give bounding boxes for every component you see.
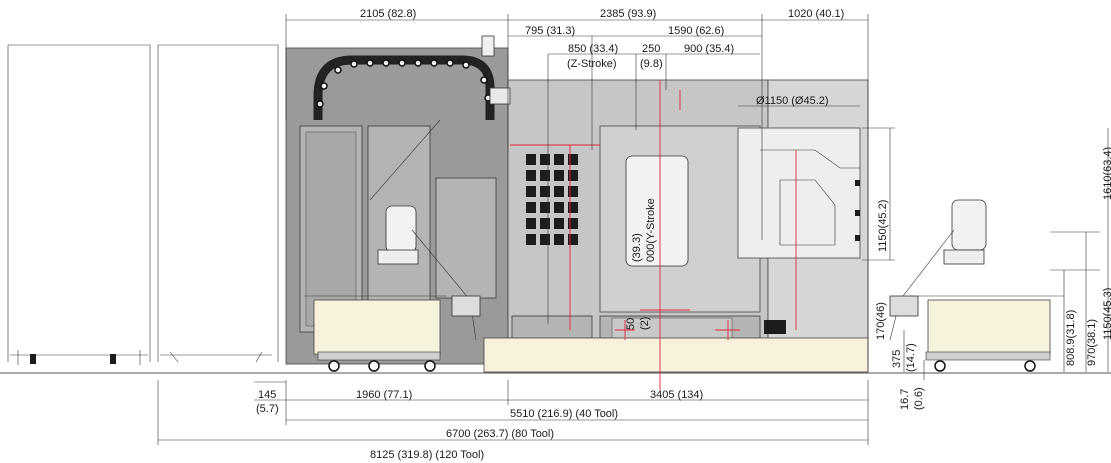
dim-2385: 2385 (93.9) (600, 8, 656, 20)
dim-5510: 5510 (216.9) (40 Tool) (510, 408, 618, 420)
dim-chuck-diameter: Ø1150 (Ø45.2) (756, 95, 829, 107)
dim-375: 375 (891, 350, 903, 368)
vent-grid (526, 154, 578, 245)
dim-2105: 2105 (82.8) (360, 8, 416, 20)
dim-1150-45-2: 1150(45.2) (877, 200, 889, 252)
dim-808-9: 808.9(31.8) (1065, 310, 1077, 366)
bottom-dimension-lines (157, 380, 869, 445)
dim-0-6: (0.6) (913, 387, 925, 410)
top-dimension-lines (285, 14, 869, 372)
dim-850: 850 (33.4) (568, 43, 618, 55)
dim-1020: 1020 (40.1) (788, 8, 844, 20)
cable-carrier-links (316, 59, 492, 108)
dim-145: 145 (258, 389, 276, 401)
dim-8125: 8125 (319.8) (120 Tool) (370, 449, 484, 461)
dim-3405: 3405 (134) (650, 389, 703, 401)
dim-50: 50 (625, 318, 637, 330)
dim-1610: 1610(63.4) (1102, 147, 1111, 200)
dim-900: 900 (35.4) (684, 43, 734, 55)
dimension-labels: 2105 (82.8) 2385 (93.9) 1020 (40.1) 795 … (256, 8, 1111, 461)
dim-970: 970(38.1) (1086, 319, 1098, 366)
dim-6700: 6700 (263.7) (80 Tool) (446, 428, 554, 440)
dim-1150-45-3: 1150(45.3) (1102, 288, 1111, 340)
dim-5-7: (5.7) (256, 403, 279, 415)
centerlines (510, 80, 797, 390)
dim-2: (2) (639, 317, 651, 330)
machine-bed (483, 337, 869, 373)
dim-170: 170(46) (875, 302, 887, 340)
vertical-dimension-lines (862, 127, 1109, 380)
dim-y-stroke: 000(Y-Stroke (645, 198, 657, 262)
tool-magazine-outline (7, 44, 279, 365)
dim-9-8: (9.8) (640, 58, 663, 70)
dim-39-3: (39.3) (631, 233, 643, 262)
dim-795: 795 (31.3) (525, 25, 575, 37)
dim-250: 250 (642, 43, 660, 55)
left-coolant-tank (304, 205, 481, 372)
dim-1590: 1590 (62.6) (668, 25, 724, 37)
right-coolant-tank (889, 199, 1064, 372)
dim-16-7: 16.7 (899, 389, 911, 410)
machine-body (285, 35, 869, 365)
dim-14-7: (14.7) (905, 343, 917, 372)
dim-1960: 1960 (77.1) (356, 389, 412, 401)
dim-z-stroke: (Z-Stroke) (567, 58, 617, 70)
